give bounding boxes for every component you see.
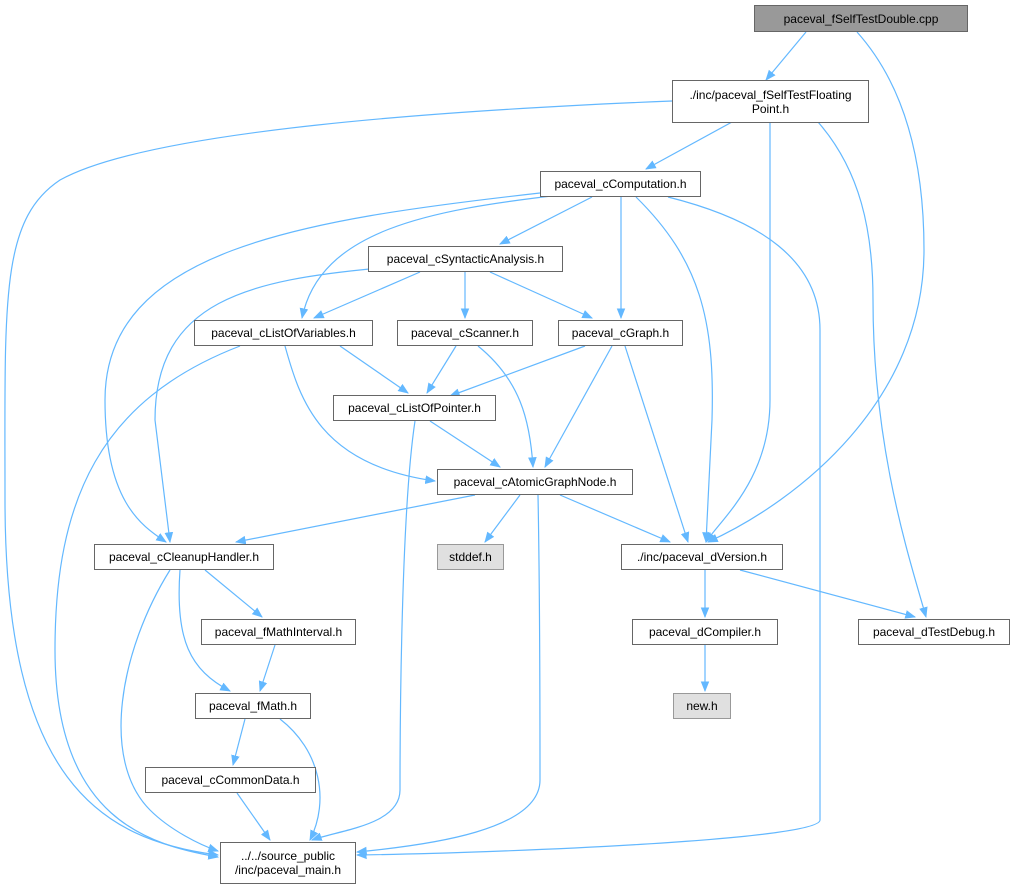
node-computation[interactable]: paceval_cComputation.h bbox=[540, 171, 701, 197]
edge-mathinterval-fmath bbox=[258, 644, 276, 693]
edge-graph-dversion bbox=[624, 345, 690, 544]
node-listofpointer[interactable]: paceval_cListOfPointer.h bbox=[333, 395, 496, 421]
edge-root-dversion bbox=[707, 31, 925, 543]
edge-cleanup-fmath bbox=[178, 569, 231, 692]
node-scanner[interactable]: paceval_cScanner.h bbox=[397, 320, 533, 346]
edge-root-floatingpoint bbox=[765, 31, 807, 81]
edge-atomic-stddef bbox=[484, 494, 521, 543]
edge-atomic-cleanup bbox=[234, 494, 476, 545]
edge-listofpointer-main bbox=[310, 420, 416, 841]
node-dversion[interactable]: ./inc/paceval_dVersion.h bbox=[621, 544, 783, 570]
edge-cleanup-mathinterval bbox=[204, 569, 263, 618]
edge-floatingpoint-computation bbox=[645, 121, 733, 170]
edge-floatingpoint-main bbox=[4, 100, 673, 859]
edge-computation-dversion bbox=[635, 196, 713, 544]
node-root[interactable]: paceval_fSelfTestDouble.cpp bbox=[754, 5, 968, 32]
edge-listofpointer-atomic bbox=[429, 420, 501, 468]
edge-floatingpoint-dtestdebug bbox=[817, 121, 928, 619]
node-commondata[interactable]: paceval_cCommonData.h bbox=[145, 767, 316, 793]
edge-syntactic-listofvariables bbox=[313, 271, 421, 319]
edge-cleanup-main bbox=[120, 569, 220, 853]
edge-computation-listofvariables bbox=[299, 194, 561, 320]
edge-computation-main bbox=[355, 196, 821, 860]
edge-atomic-main bbox=[355, 494, 541, 856]
node-stddef: stddef.h bbox=[437, 544, 504, 570]
node-dcompiler[interactable]: paceval_dCompiler.h bbox=[632, 619, 778, 645]
node-fmath[interactable]: paceval_fMath.h bbox=[195, 693, 311, 719]
node-cleanup[interactable]: paceval_cCleanupHandler.h bbox=[94, 544, 274, 570]
edge-fmath-commondata bbox=[231, 718, 246, 767]
edge-listofvariables-main bbox=[54, 345, 241, 860]
edge-floatingpoint-dversion bbox=[705, 122, 771, 543]
edge-computation-syntactic bbox=[499, 196, 593, 245]
node-main[interactable]: ../../source_public /inc/paceval_main.h bbox=[220, 842, 356, 884]
edge-computation-cleanup bbox=[104, 192, 541, 543]
node-graph[interactable]: paceval_cGraph.h bbox=[558, 320, 683, 346]
edge-graph-listofpointer bbox=[448, 345, 586, 397]
edge-commondata-main bbox=[236, 792, 271, 841]
edge-graph-atomic bbox=[544, 345, 613, 468]
edge-scanner-listofpointer bbox=[426, 345, 457, 394]
edge-listofvariables-listofpointer bbox=[339, 345, 409, 394]
node-listofvariables[interactable]: paceval_cListOfVariables.h bbox=[194, 320, 373, 346]
node-floatingpoint[interactable]: ./inc/paceval_fSelfTestFloating Point.h bbox=[672, 80, 869, 123]
edge-atomic-dversion bbox=[559, 494, 671, 543]
edge-syntactic-graph bbox=[489, 271, 593, 319]
node-newh: new.h bbox=[673, 693, 731, 719]
node-mathinterval[interactable]: paceval_fMathInterval.h bbox=[201, 619, 356, 645]
edge-scanner-atomic bbox=[477, 345, 537, 469]
node-atomic[interactable]: paceval_cAtomicGraphNode.h bbox=[437, 469, 633, 495]
node-syntactic[interactable]: paceval_cSyntacticAnalysis.h bbox=[368, 246, 563, 272]
node-dtestdebug[interactable]: paceval_dTestDebug.h bbox=[858, 619, 1010, 645]
edge-fmath-main bbox=[279, 718, 321, 841]
edge-dversion-dtestdebug bbox=[739, 569, 917, 619]
edge-listofvariables-atomic bbox=[284, 345, 437, 484]
